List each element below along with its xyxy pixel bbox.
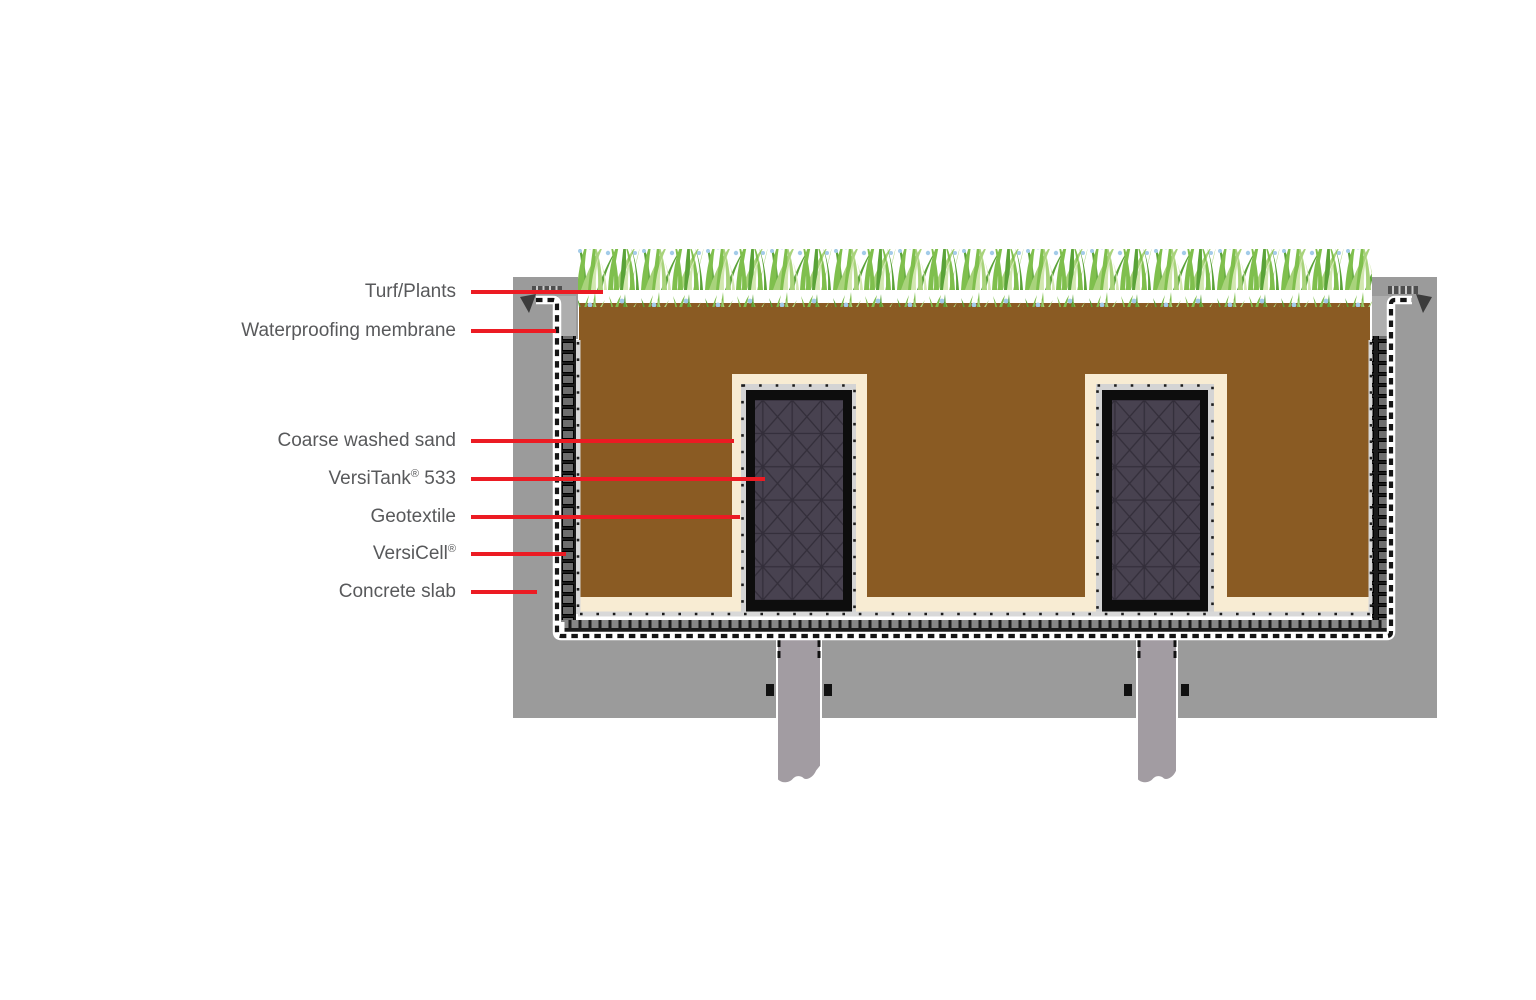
- tank-2-truss: [1112, 400, 1200, 600]
- membrane-arrow-left: [520, 294, 536, 313]
- label-versitank-533: VersiTank® 533: [328, 468, 456, 489]
- concrete-slab: [513, 626, 1437, 718]
- concrete-structure: [513, 277, 1437, 718]
- label-waterproofing-membrane: Waterproofing membrane: [241, 320, 456, 341]
- column-joint-dashes: [777, 640, 1177, 658]
- turf-plants-band: [578, 249, 1372, 307]
- versitank-1: [741, 384, 856, 616]
- label-turf-plants: Turf/Plants: [364, 281, 456, 302]
- membrane-arrow-right: [1416, 294, 1432, 313]
- versicell-wall-right: [1372, 336, 1388, 622]
- label-geotextile: Geotextile: [370, 506, 456, 527]
- label-versicell: VersiCell®: [372, 543, 456, 564]
- versicell-strips: [556, 336, 1392, 634]
- tank-1-truss: [755, 400, 843, 600]
- right-cap-filler: [1372, 296, 1390, 338]
- soil-fill: [579, 303, 1370, 597]
- columns: [766, 636, 1189, 785]
- waterproofing-membrane-line: [536, 295, 1412, 641]
- versitank-2: [1096, 384, 1214, 616]
- column-1: [776, 636, 822, 785]
- left-cap-filler: [558, 296, 576, 338]
- label-concrete-slab: Concrete slab: [338, 581, 456, 602]
- column-2: [1136, 636, 1178, 785]
- leader-lines: [471, 290, 765, 594]
- versicell-base: [556, 620, 1392, 634]
- label-coarse-washed-sand: Coarse washed sand: [277, 430, 457, 451]
- column-anchor-blocks: [766, 684, 1189, 696]
